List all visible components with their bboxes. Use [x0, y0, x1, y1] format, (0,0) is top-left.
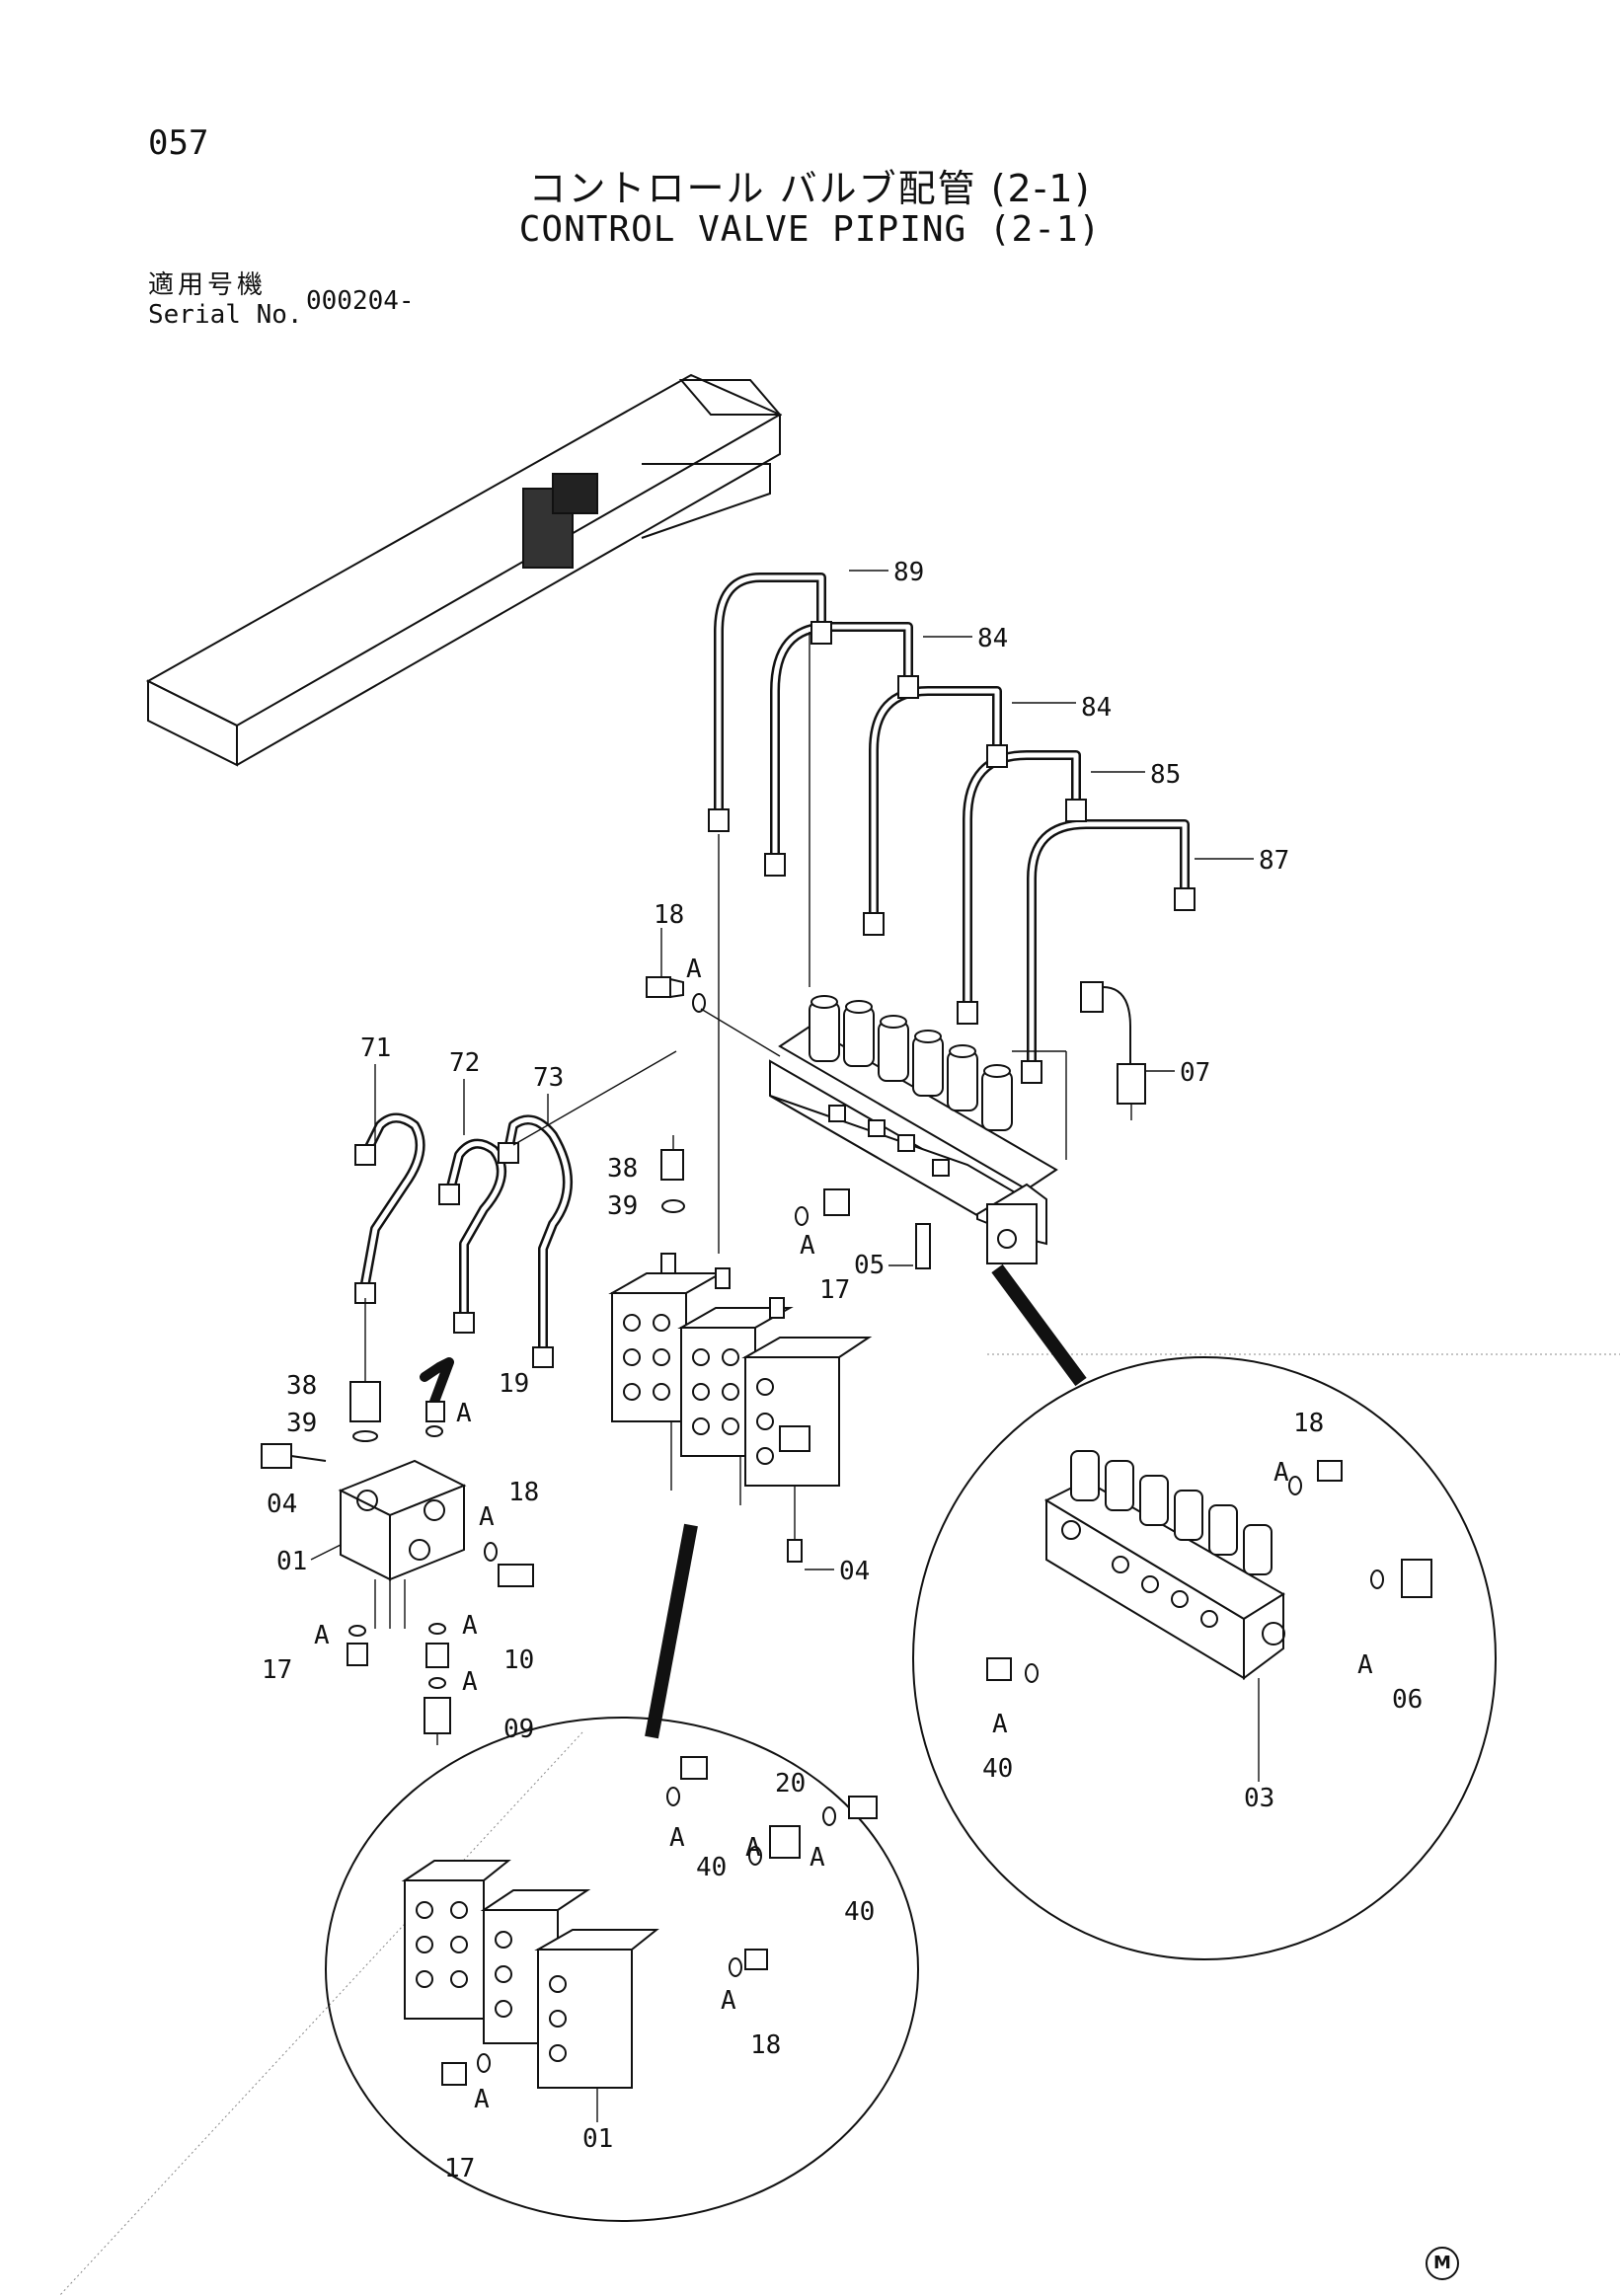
seal-label-a: A: [474, 2085, 490, 2114]
callout-10: 10: [503, 1645, 534, 1675]
callout-06: 06: [1392, 1685, 1423, 1715]
page-title-english: CONTROL VALVE PIPING (2-1): [518, 209, 1102, 250]
seal-labels: A A A A A A A A A A A A A A A: [314, 955, 1373, 2114]
callout-18-upper: 18: [654, 900, 684, 930]
machine-frame-locator: [145, 373, 783, 767]
callout-40-bottom-lower: 40: [844, 1897, 875, 1927]
seal-label-a: A: [810, 1843, 825, 1873]
page-title-japanese: コントロール バルブ配管 (2-1): [528, 167, 1092, 210]
serial-label-english: Serial No.: [148, 300, 303, 330]
callout-05: 05: [854, 1251, 885, 1280]
detail-circle-right: [912, 1263, 1497, 1960]
callout-84-second: 84: [1081, 693, 1112, 723]
callout-89: 89: [893, 558, 924, 587]
seal-label-a: A: [686, 955, 702, 984]
callout-84-first: 84: [977, 624, 1008, 653]
callout-01-left: 01: [276, 1547, 307, 1576]
seal-label-a: A: [669, 1823, 685, 1853]
seal-label-a: A: [462, 1667, 478, 1697]
manufacturer-mark: M: [1426, 2247, 1459, 2280]
callout-40-circle-right: 40: [982, 1754, 1013, 1784]
fitting-38-39-center: [660, 1135, 850, 1226]
detail-circle-bottom: [325, 1523, 919, 2222]
callout-03: 03: [1244, 1784, 1274, 1813]
pipe-group-left: [354, 1050, 677, 1382]
callout-17-center: 17: [819, 1275, 850, 1305]
callout-38-left: 38: [286, 1371, 317, 1401]
callout-labels: 89 84 84 85 87 18 07 71 72 73 38 39 17 0…: [262, 558, 1423, 2183]
callout-72: 72: [449, 1048, 480, 1078]
callout-71: 71: [360, 1033, 391, 1063]
seal-label-a: A: [745, 1833, 761, 1863]
fitting-18-upper: [646, 928, 781, 1057]
valve-stack-center: [608, 1253, 873, 1563]
seal-label-a: A: [1273, 1458, 1289, 1488]
seal-label-a: A: [800, 1231, 815, 1261]
manifold-left: [261, 1357, 534, 1745]
solenoid-valve-assembly: [769, 981, 1146, 1264]
callout-07: 07: [1180, 1058, 1210, 1088]
seal-label-a: A: [1357, 1650, 1373, 1680]
callout-73: 73: [533, 1063, 564, 1093]
callout-38-center: 38: [607, 1154, 638, 1184]
seal-label-a: A: [456, 1399, 472, 1428]
callout-17-bottom: 17: [444, 2154, 475, 2183]
callout-17-left: 17: [262, 1655, 292, 1685]
seal-label-a: A: [479, 1502, 495, 1532]
seal-label-a: A: [721, 1986, 736, 2016]
callout-09: 09: [503, 1715, 534, 1744]
callout-04-left: 04: [267, 1490, 297, 1519]
serial-number-value: 000204-: [306, 286, 415, 316]
callout-01-bottom: 01: [582, 2124, 613, 2154]
callout-18-bottom: 18: [750, 2030, 781, 2060]
callout-39-center: 39: [607, 1191, 638, 1221]
callout-40-bottom-upper: 40: [696, 1853, 727, 1882]
seal-label-a: A: [314, 1621, 330, 1650]
callout-04-center: 04: [839, 1557, 870, 1586]
callout-85: 85: [1150, 760, 1181, 790]
seal-label-a: A: [462, 1611, 478, 1641]
callout-18-circle-right: 18: [1293, 1409, 1324, 1438]
serial-label-japanese: 適用号機: [148, 270, 268, 300]
callout-87: 87: [1259, 846, 1289, 876]
page-number: 057: [148, 123, 209, 163]
callout-19: 19: [499, 1369, 529, 1399]
seal-label-a: A: [992, 1710, 1008, 1739]
callout-39-left: 39: [286, 1409, 317, 1438]
callout-18-left: 18: [508, 1478, 539, 1507]
pipe-group-upper: [708, 573, 1196, 1254]
callout-20: 20: [775, 1769, 806, 1799]
